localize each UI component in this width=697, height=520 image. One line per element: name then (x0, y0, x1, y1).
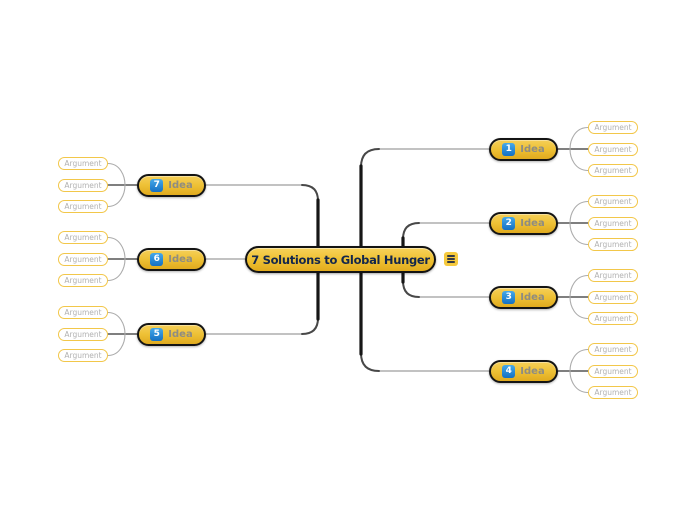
notes-icon[interactable] (444, 252, 458, 266)
idea-node-1[interactable]: 1 Idea (489, 137, 558, 161)
idea-node-2[interactable]: 2 Idea (489, 211, 558, 235)
connector-right-outer-bottom-curve (360, 352, 380, 372)
connector-arg-r3-up (569, 274, 589, 298)
idea-node-3[interactable]: 3 Idea (489, 285, 558, 309)
connector-right-outer-top-curve (360, 148, 380, 168)
notes-icon-bar (447, 254, 455, 257)
idea-label: Idea (520, 365, 545, 377)
connector-right-inner-top-curve (402, 222, 420, 240)
connector-arg-r4-up (569, 348, 589, 372)
argument-node[interactable]: Argument (588, 238, 638, 251)
idea-number-badge: 2 (502, 216, 516, 230)
argument-node[interactable]: Argument (58, 327, 108, 341)
idea-node-7[interactable]: 7 Idea (137, 173, 206, 197)
idea-node-6[interactable]: 6 Idea (137, 247, 206, 271)
connector-arg-l5-up (107, 311, 126, 335)
idea-number-badge: 6 (150, 252, 164, 266)
central-topic[interactable]: 7 Solutions to Global Hunger (245, 246, 436, 273)
idea-number-badge: 1 (502, 142, 516, 156)
idea-label: Idea (168, 328, 193, 340)
connector-arg-r1-up (569, 126, 589, 150)
argument-node[interactable]: Argument (588, 121, 638, 134)
connector-arg-r4-down (569, 370, 589, 394)
connector-arg-l7-up (107, 162, 126, 186)
argument-node[interactable]: Argument (588, 195, 638, 208)
argument-node[interactable]: Argument (58, 274, 108, 287)
argument-node[interactable]: Argument (58, 252, 108, 266)
idea-node-4[interactable]: 4 Idea (489, 359, 558, 383)
connector-arg-r2-down (569, 222, 589, 246)
connector-arg-l6-down (107, 258, 126, 282)
idea-label: Idea (168, 253, 193, 265)
idea-node-5[interactable]: 5 Idea (137, 322, 206, 346)
argument-node[interactable]: Argument (58, 157, 108, 170)
connector-arg-l5-down (107, 333, 126, 357)
idea-label: Idea (520, 291, 545, 303)
connector-left-bottom-curve (301, 317, 319, 335)
argument-node[interactable]: Argument (58, 349, 108, 362)
argument-node[interactable]: Argument (588, 216, 638, 230)
argument-node[interactable]: Argument (588, 343, 638, 356)
notes-icon-bar (447, 258, 455, 260)
idea-number-badge: 4 (502, 364, 516, 378)
argument-node[interactable]: Argument (588, 164, 638, 177)
argument-node[interactable]: Argument (58, 231, 108, 244)
connector-arg-l6-up (107, 236, 126, 260)
idea-number-badge: 3 (502, 290, 516, 304)
idea-label: Idea (520, 143, 545, 155)
idea-label: Idea (520, 217, 545, 229)
argument-node[interactable]: Argument (588, 269, 638, 282)
argument-node[interactable]: Argument (58, 200, 108, 213)
connector-arg-r1-down (569, 148, 589, 172)
argument-node[interactable]: Argument (588, 290, 638, 304)
argument-node[interactable]: Argument (588, 142, 638, 156)
connector-arg-l7-down (107, 184, 126, 208)
argument-node[interactable]: Argument (588, 312, 638, 325)
argument-node[interactable]: Argument (58, 178, 108, 192)
idea-number-badge: 7 (150, 178, 164, 192)
central-topic-label: 7 Solutions to Global Hunger (251, 252, 430, 267)
argument-node[interactable]: Argument (58, 306, 108, 319)
argument-node[interactable]: Argument (588, 364, 638, 378)
connector-arg-r2-up (569, 200, 589, 224)
notes-icon-bar (447, 261, 455, 264)
connector-left-top-curve (301, 184, 319, 202)
idea-number-badge: 5 (150, 327, 164, 341)
connector-arg-r3-down (569, 296, 589, 320)
idea-label: Idea (168, 179, 193, 191)
connector-right-inner-bottom-curve (402, 280, 420, 298)
argument-node[interactable]: Argument (588, 386, 638, 399)
